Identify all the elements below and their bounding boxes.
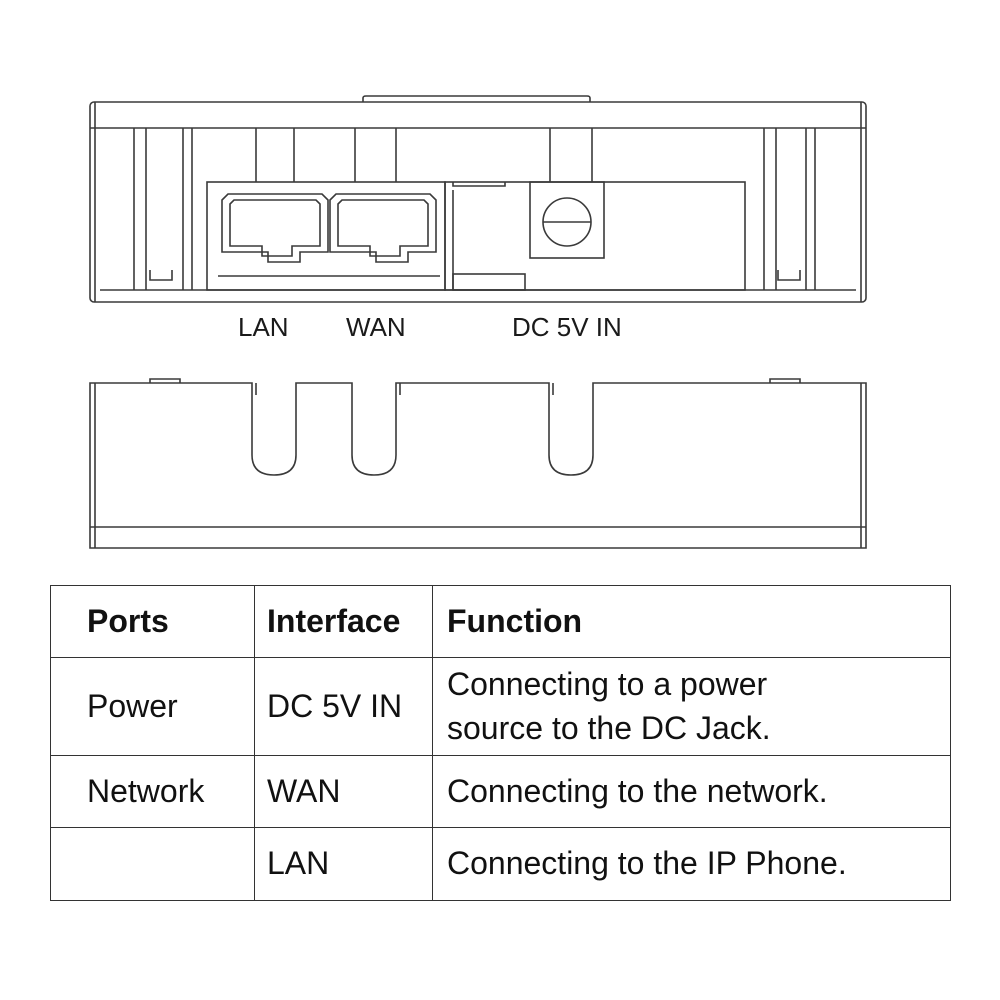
header-ports: Ports [50,585,255,658]
table-header-row: Ports Interface Function [50,585,951,658]
cell-port: Power [50,657,255,756]
function-line: source to the DC Jack. [447,709,771,746]
lan-label: LAN [238,312,289,342]
device-body-outline [89,101,867,303]
cell-function: Connecting to the network. [432,755,951,828]
lan-jack-icon [218,193,330,277]
ports-table: Ports Interface Function Power DC 5V IN … [50,585,951,901]
cell-port: Network [50,755,255,828]
cell-function: Connecting to a power source to the DC Ja… [432,657,951,756]
table-row: Network WAN Connecting to the network. [50,755,951,828]
back-view-outline [89,382,867,549]
header-interface: Interface [254,585,433,658]
table-row: LAN Connecting to the IP Phone. [50,827,951,901]
wan-jack-icon [329,193,440,277]
cell-port [50,827,255,901]
function-line: Connecting to a power [447,666,768,703]
device-drawing [89,95,867,549]
device-back-view [89,378,867,549]
cell-function: Connecting to the IP Phone. [432,827,951,901]
dc-label: DC 5V IN [512,312,622,342]
dc-jack-icon [529,181,605,259]
cell-interface: LAN [254,827,433,901]
cell-interface: WAN [254,755,433,828]
wan-label: WAN [346,312,406,342]
device-front-view [89,95,867,303]
cell-interface: DC 5V IN [254,657,433,756]
header-function: Function [432,585,951,658]
table-row: Power DC 5V IN Connecting to a power sour… [50,657,951,756]
top-lip [362,95,591,102]
